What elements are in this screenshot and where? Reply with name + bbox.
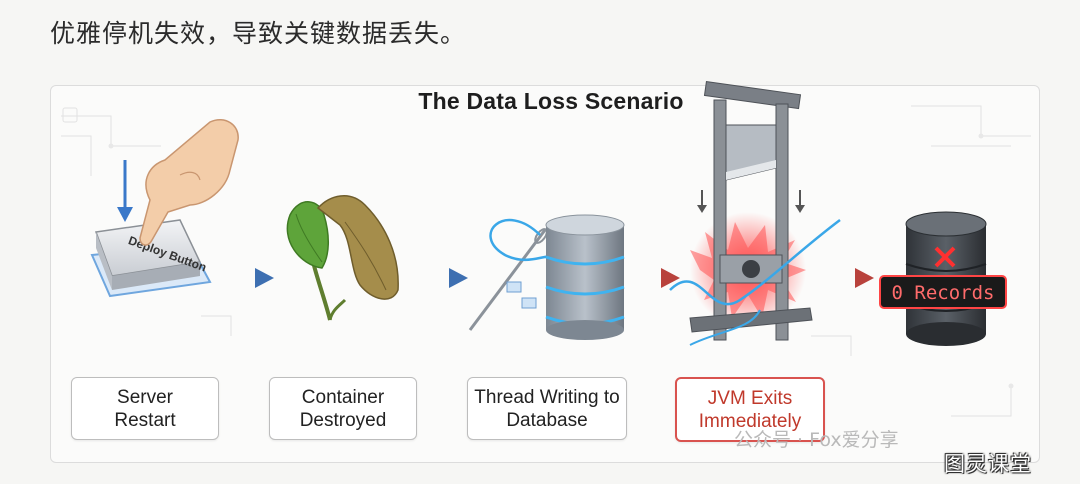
- step-label-text: Thread Writing to Database: [474, 386, 620, 431]
- flow-arrow-2: [405, 268, 468, 288]
- step-label-text: Container Destroyed: [299, 386, 387, 431]
- circuit-decoration: [61, 105, 1031, 417]
- error-x-icon: [934, 246, 956, 268]
- caption-text: 优雅停机失效，导致关键数据丢失。: [50, 19, 467, 48]
- flow-arrow-1: [220, 268, 274, 288]
- corner-watermark: 图灵课堂: [944, 452, 1032, 476]
- wilting-leaf-icon: [286, 195, 399, 321]
- flow-arrow-3: [630, 268, 680, 288]
- guillotine-icon: [669, 80, 841, 346]
- step-label-jvm-exits: JVM Exits Immediately: [675, 377, 825, 442]
- step-label-thread-writing: Thread Writing to Database: [467, 377, 627, 440]
- empty-database-icon: 0 Records: [879, 211, 1007, 346]
- hand-pressing-button-icon: Deploy Button: [90, 119, 239, 298]
- thread-needle-database-icon: [468, 214, 625, 340]
- step-label-text: JVM Exits Immediately: [698, 387, 802, 432]
- step-label-server-restart: Server Restart: [71, 377, 219, 440]
- diagram-title: The Data Loss Scenario: [418, 88, 684, 114]
- flow-arrow-4: [812, 268, 874, 288]
- step-label-text: Server Restart: [114, 386, 176, 431]
- records-display: 0 Records: [892, 282, 995, 304]
- step-label-container-destroyed: Container Destroyed: [269, 377, 417, 440]
- watermark-text: 公众号 · Fox爱分享: [734, 429, 899, 451]
